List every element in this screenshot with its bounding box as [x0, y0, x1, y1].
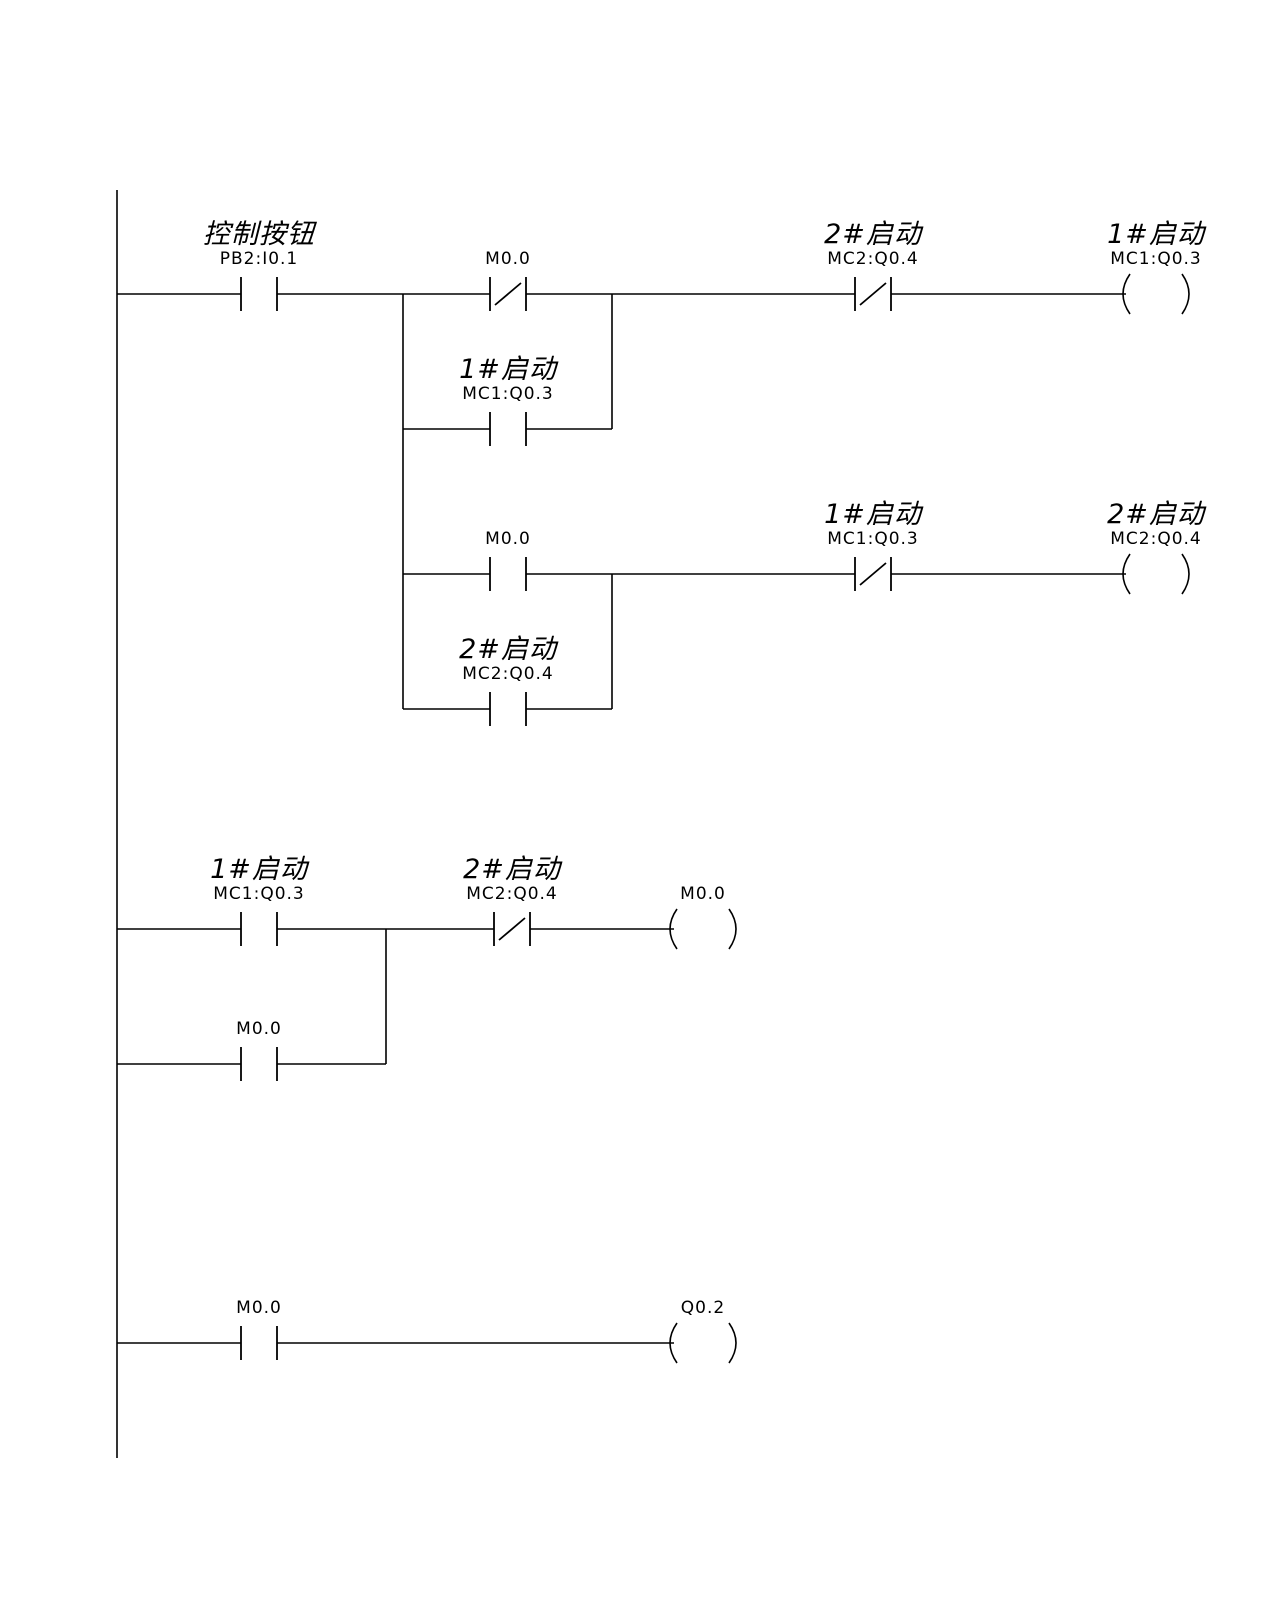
- contact-slash: [859, 562, 887, 586]
- coil-left-arc: [1122, 273, 1131, 315]
- coil-left-arc: [1122, 553, 1131, 595]
- coil-left-arc: [669, 1322, 678, 1364]
- element-address-label: M0.0: [680, 884, 726, 904]
- element-address-label: M0.0: [485, 249, 531, 269]
- element-address-label: M0.0: [236, 1019, 282, 1039]
- element-address-label: MC2:Q0.4: [466, 884, 558, 904]
- element-name-label: 1#启动: [210, 854, 308, 885]
- element-address-label: MC1:Q0.3: [1110, 249, 1202, 269]
- element-name-label: 2#启动: [1107, 499, 1205, 530]
- element-address-label: M0.0: [236, 1298, 282, 1318]
- coil-left-arc: [669, 908, 678, 950]
- coil-symbol: [669, 908, 737, 950]
- element-name-label: 2#启动: [459, 634, 557, 665]
- element-name-label: 1#启动: [459, 354, 557, 385]
- normally-open-contact: [240, 912, 278, 946]
- coil-right-arc: [1181, 273, 1190, 315]
- element-address-label: MC2:Q0.4: [827, 249, 919, 269]
- coil-symbol: [1122, 553, 1190, 595]
- element-address-label: MC1:Q0.3: [462, 384, 554, 404]
- normally-open-contact: [240, 1047, 278, 1081]
- contact-slash: [494, 282, 522, 306]
- coil-right-arc: [1181, 553, 1190, 595]
- contact-slash: [498, 917, 526, 941]
- normally-closed-contact: [854, 557, 892, 591]
- element-name-label: 1#启动: [1107, 219, 1205, 250]
- normally-open-contact: [489, 557, 527, 591]
- normally-closed-contact: [854, 277, 892, 311]
- element-name-label: 2#启动: [463, 854, 561, 885]
- element-address-label: M0.0: [485, 529, 531, 549]
- element-name-label: 1#启动: [824, 499, 922, 530]
- coil-symbol: [1122, 273, 1190, 315]
- element-address-label: PB2:I0.1: [219, 249, 299, 269]
- element-address-label: Q0.2: [680, 1298, 726, 1318]
- coil-right-arc: [728, 908, 737, 950]
- normally-closed-contact: [489, 277, 527, 311]
- element-name-label: 2#启动: [824, 219, 922, 250]
- normally-open-contact: [489, 412, 527, 446]
- coil-right-arc: [728, 1322, 737, 1364]
- normally-open-contact: [240, 1326, 278, 1360]
- normally-open-contact: [240, 277, 278, 311]
- element-address-label: MC2:Q0.4: [462, 664, 554, 684]
- contact-slash: [859, 282, 887, 306]
- element-address-label: MC2:Q0.4: [1110, 529, 1202, 549]
- normally-open-contact: [489, 692, 527, 726]
- normally-closed-contact: [493, 912, 531, 946]
- element-address-label: MC1:Q0.3: [213, 884, 305, 904]
- element-address-label: MC1:Q0.3: [827, 529, 919, 549]
- element-name-label: 控制按钮: [203, 219, 315, 250]
- coil-symbol: [669, 1322, 737, 1364]
